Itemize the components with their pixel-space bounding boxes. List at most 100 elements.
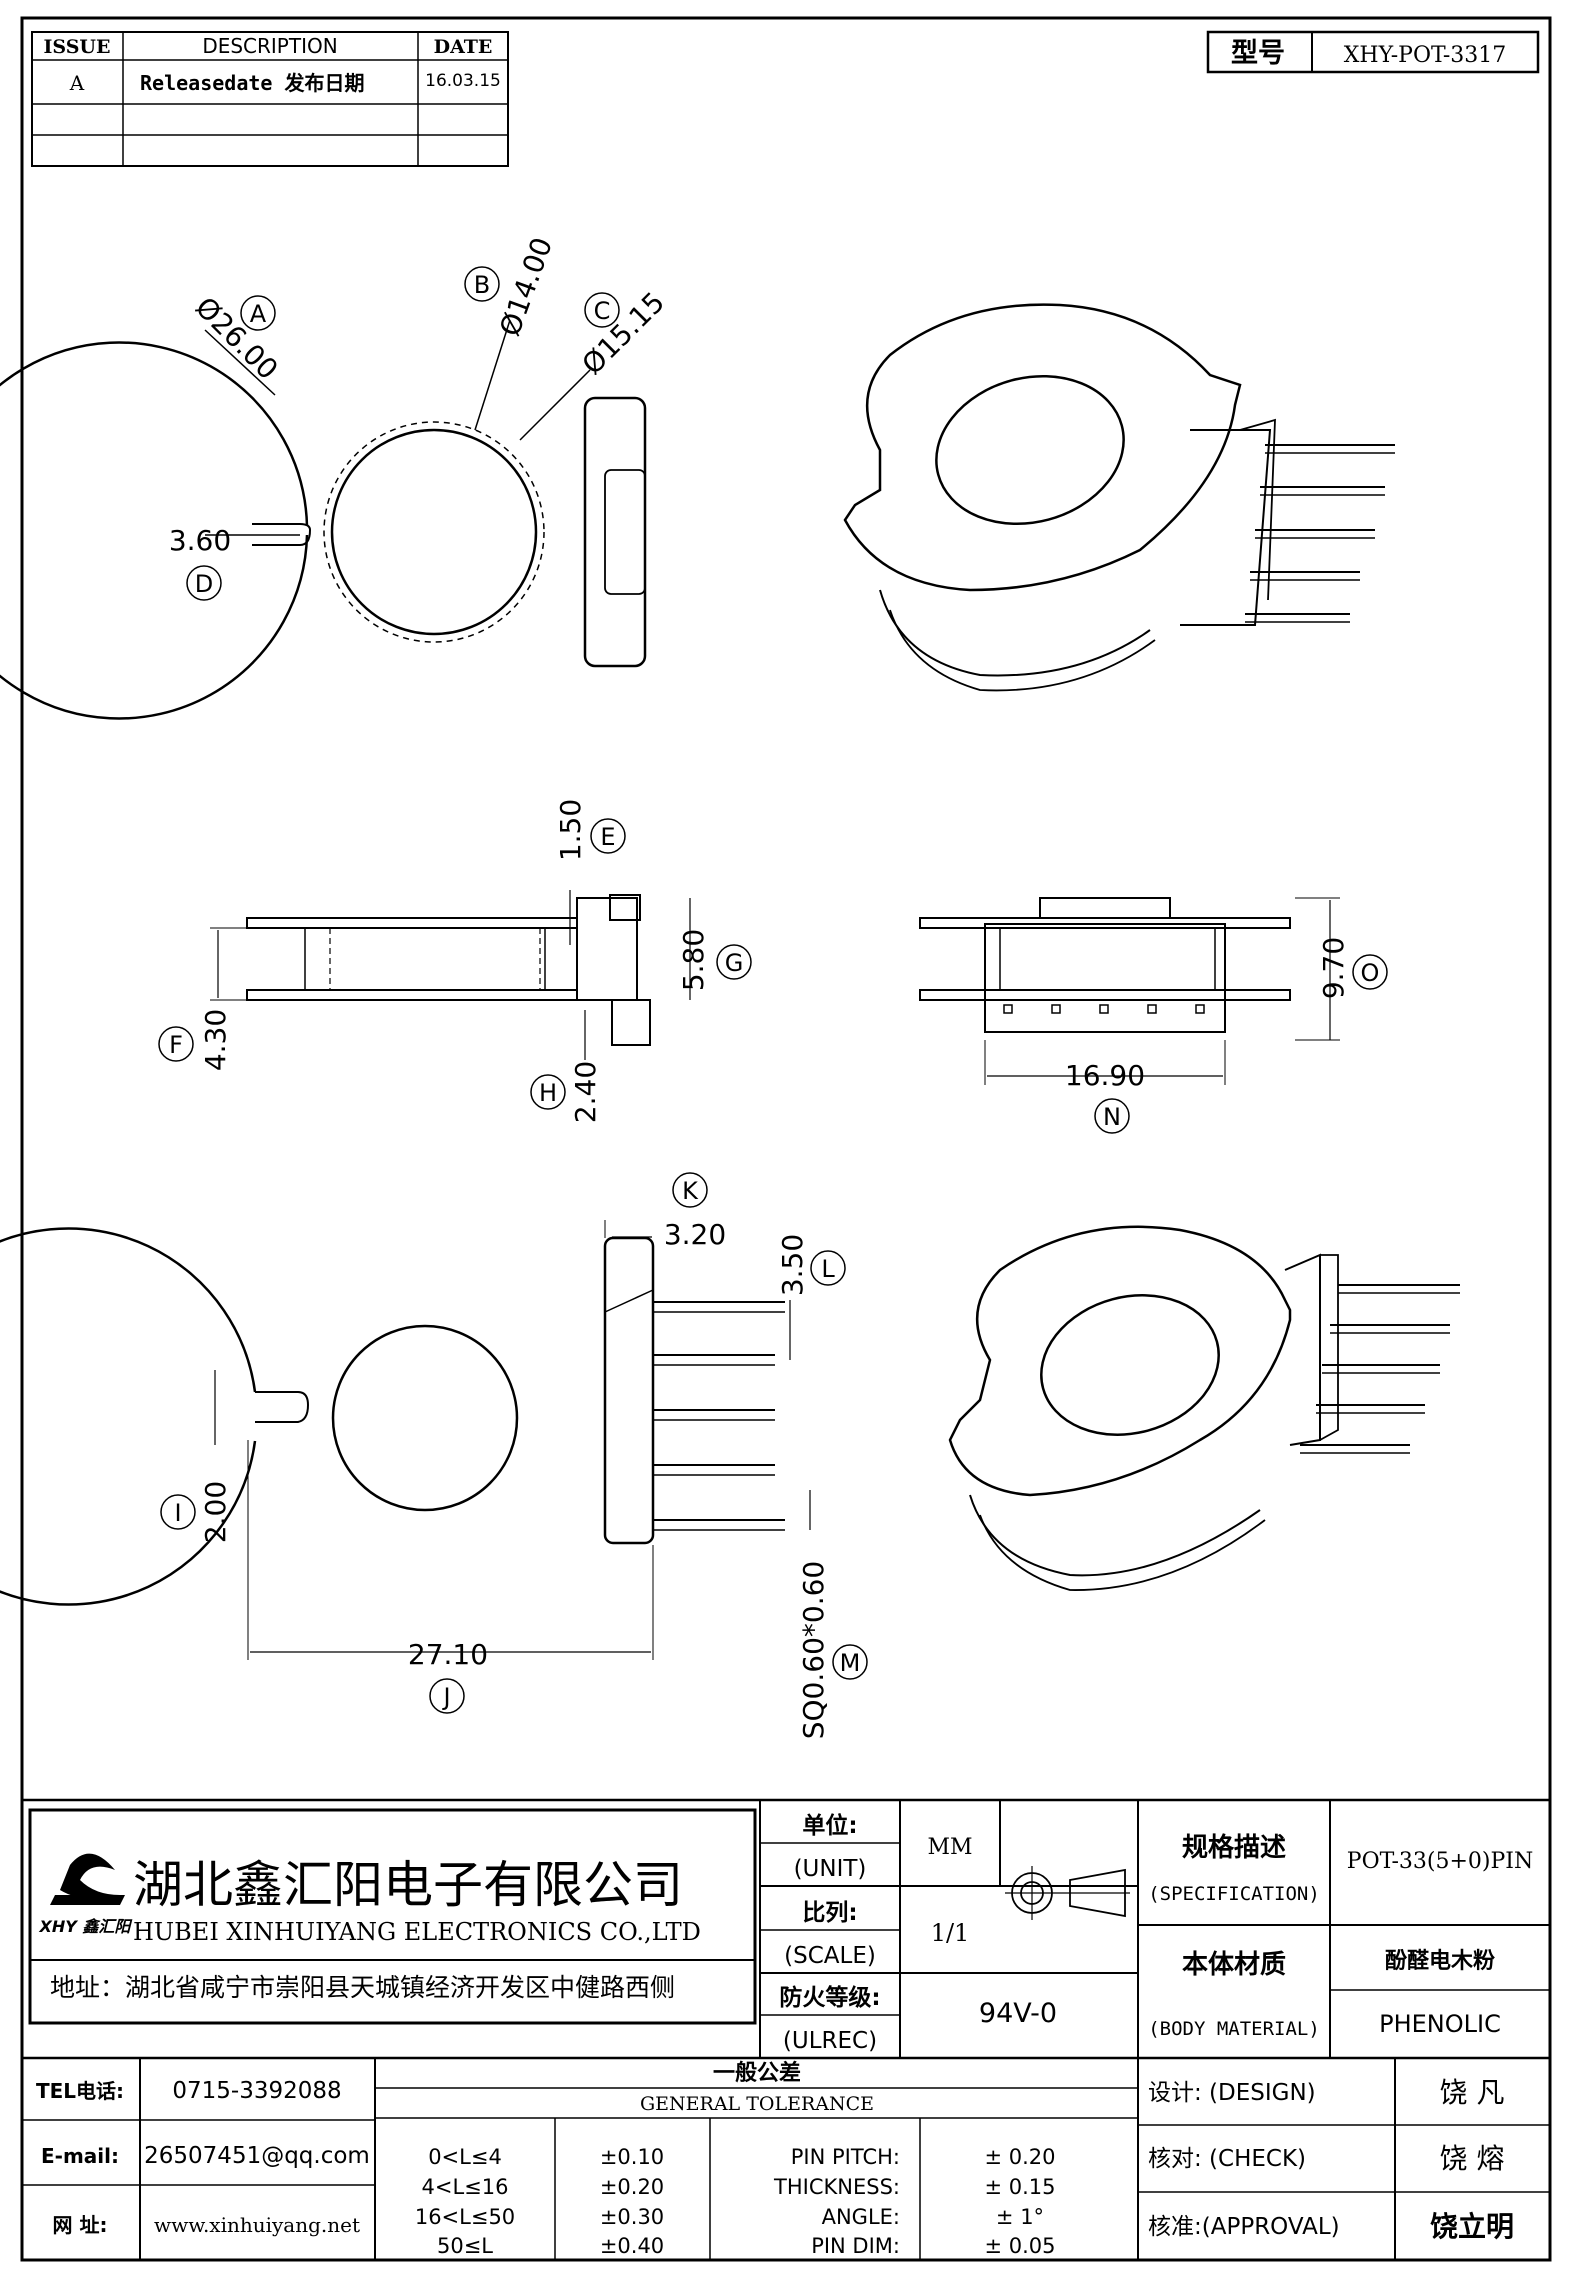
company-name-cn: 湖北鑫汇阳电子有限公司 [133,1856,683,1914]
tel-value: 0715-3392088 [172,2078,341,2104]
front-view: 9.70 O 16.90 N [919,897,1388,1134]
dim-F-balloon [158,1026,194,1062]
dim-E-value: 1.50 [554,799,587,861]
dim-H-value: 2.40 [569,1061,602,1123]
company-address: 地址：湖北省咸宁市崇阳县天城镇经济开发区中健路西侧 [50,1973,675,2002]
title-block [22,1798,1550,2260]
design-name: 饶 凡 [1440,2076,1505,2109]
tolerance-block: 一般公差 GENERAL TOLERANCE 0<L≤4 4<L≤16 16<L… [415,2060,1056,2258]
dim-N-balloon [1094,1098,1130,1134]
spec-material: 规格描述 (SPECIFICATION) POT-33(5+0)PIN 本体材质… [1148,1832,1533,2040]
dim-L-label: L [821,1255,835,1283]
scale-label-cn: 比列: [802,1900,857,1926]
pin-pitch-value: ± 0.20 [984,2145,1055,2169]
dim-G-balloon [716,944,752,980]
signoff-block: 设计: (DESIGN) 饶 凡 核对: (CHECK) 饶 熔 核准:(APP… [1148,2076,1514,2243]
company-name-en: HUBEI XINHUIYANG ELECTRONICS CO.,LTD [133,1918,701,1946]
dim-E-balloon [590,818,626,854]
model-label: 型号 [1231,38,1285,69]
material-value-cn: 酚醛电木粉 [1385,1949,1495,1974]
model-value: XHY-POT-3317 [1344,43,1507,68]
dim-K-balloon [672,1172,708,1208]
dim-A-value: Ø26.00 [189,290,285,386]
dim-B-value: Ø14.00 [493,233,559,340]
tol-value-1: ±0.10 [600,2145,664,2169]
iso-view-2 [948,1225,1460,1591]
dim-M-value: SQ0.60*0.60 [797,1561,830,1740]
tol-range-2: 4<L≤16 [422,2175,509,2199]
unit-label-cn: 单位: [802,1812,857,1839]
scale-label-en: (SCALE) [784,1943,876,1969]
dim-O-label: O [1361,959,1380,987]
spec-label-en: (SPECIFICATION) [1148,1883,1320,1905]
rev-row-issue: A [69,71,85,95]
dim-I-value: 2.00 [199,1481,232,1543]
dim-J-value: 27.10 [408,1638,488,1671]
dim-D-balloon [186,565,222,601]
top-view [0,341,647,720]
tolerance-title-en: GENERAL TOLERANCE [640,2093,874,2115]
top-view-dimensions: Ø26.00 A Ø14.00 B Ø15.15 C 3.60 D [169,233,671,601]
dim-M-balloon [832,1644,868,1680]
dim-J-balloon [429,1678,465,1714]
pin-pitch-label: PIN PITCH: [791,2145,900,2169]
dim-D-label: D [195,570,213,598]
dim-D-value: 3.60 [169,524,231,557]
dim-O-balloon [1352,954,1388,990]
web-label: 网 址: [53,2213,108,2237]
projection-symbol-icon [1005,1866,1130,1920]
approval-name: 饶立明 [1430,2210,1514,2243]
design-label: 设计: (DESIGN) [1148,2080,1316,2106]
tol-value-2: ±0.20 [600,2175,664,2199]
dim-I-label: I [174,1499,181,1527]
dim-C-label: C [594,297,611,325]
dim-C-value: Ø15.15 [575,285,671,381]
side-view: 1.50 E 4.30 F 5.80 G 2.40 H [158,799,752,1123]
fire-label-en: (ULREC) [783,2028,877,2054]
dim-J-label: J [441,1683,450,1711]
angle-value: ± 1° [996,2205,1044,2229]
tol-value-3: ±0.30 [600,2205,664,2229]
angle-label: ANGLE: [822,2205,900,2229]
web-value: www.xinhuiyang.net [154,2213,360,2237]
dim-M-label: M [840,1649,861,1677]
company-block: XHY 鑫汇阳 湖北鑫汇阳电子有限公司 HUBEI XINHUIYANG ELE… [30,1853,755,2002]
pin-dim-value: ± 0.05 [984,2234,1055,2258]
dim-K-label: K [682,1177,699,1205]
material-label-en: (BODY MATERIAL) [1148,2018,1320,2040]
dim-L-value: 3.50 [776,1234,809,1296]
dim-I-balloon [160,1494,196,1530]
dim-G-value: 5.80 [677,929,710,991]
scale-value: 1/1 [931,1919,970,1947]
dim-B-label: B [474,271,490,299]
dim-H-balloon [530,1074,566,1110]
material-label-cn: 本体材质 [1182,1950,1286,1980]
tel-label: TEL电话: [36,2079,124,2103]
email-label: E-mail: [41,2144,119,2168]
check-name: 饶 熔 [1440,2142,1505,2175]
check-label: 核对: (CHECK) [1148,2146,1306,2172]
fire-value: 94V-0 [979,1998,1057,2029]
sheet-border [20,16,1552,2262]
dim-H-label: H [539,1079,557,1107]
tol-value-4: ±0.40 [600,2234,664,2258]
model-box: 型号 XHY-POT-3317 [1206,30,1540,74]
dim-E-label: E [600,823,615,851]
tolerance-title-cn: 一般公差 [713,2060,801,2086]
spec-value: POT-33(5+0)PIN [1347,1849,1533,1874]
dim-F-label: F [169,1031,183,1059]
rev-row-date: 16.03.15 [425,71,501,91]
thickness-label: THICKNESS: [773,2175,900,2199]
dim-K-value: 3.20 [664,1218,726,1251]
tol-range-4: 50≤L [437,2234,493,2258]
unit-label-en: (UNIT) [794,1856,867,1882]
approval-label: 核准:(APPROVAL) [1148,2214,1340,2240]
email-value: 26507451@qq.com [144,2143,370,2169]
rev-header-description: DESCRIPTION [202,34,337,58]
fire-label-cn: 防火等级: [779,1984,880,2011]
dim-O-value: 9.70 [1317,937,1350,999]
tol-range-3: 16<L≤50 [415,2205,515,2229]
dim-N-value: 16.90 [1065,1059,1145,1092]
iso-view-1 [843,303,1395,692]
